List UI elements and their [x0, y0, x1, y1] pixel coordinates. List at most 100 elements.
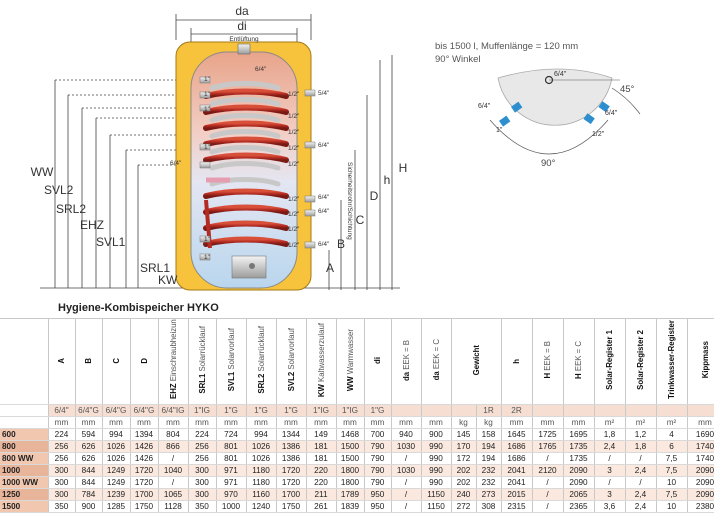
fitting-mid-1: 1/2"	[288, 91, 300, 98]
table-cell: 181	[306, 452, 337, 465]
table-cell: 6	[656, 440, 688, 453]
table-cell: 1720	[276, 476, 307, 489]
table-cell: 1500	[336, 440, 365, 453]
table-cell: kg	[451, 416, 477, 429]
table-cell: 220	[306, 476, 337, 489]
table-cell: 1000	[216, 500, 247, 513]
table-cell: 224	[188, 428, 217, 441]
table-cell: 6/4"G	[75, 404, 103, 417]
table-cell	[594, 404, 626, 417]
table-cell: 950	[364, 500, 392, 513]
plan-top-fitting: 6/4"	[554, 71, 567, 78]
column-header: Solar-Register 2	[625, 318, 657, 405]
table-cell: /	[625, 452, 657, 465]
table-cell: mm	[336, 416, 365, 429]
table-cell: 220	[306, 464, 337, 477]
table-cell: /	[391, 452, 422, 465]
table-cell: 158	[476, 428, 502, 441]
table-cell: 1"G	[276, 404, 307, 417]
dim-kw: KW	[158, 273, 178, 287]
fitting-mid-3: 1/2"	[288, 129, 300, 136]
table-cell: 1765	[532, 440, 564, 453]
table-cell: 2315	[501, 500, 533, 513]
fitting-mid-6: 1/2"	[288, 196, 300, 203]
dim-ww: WW	[31, 165, 54, 179]
table-cell: 2015	[501, 488, 533, 501]
column-header: Solar-Register 1	[594, 318, 626, 405]
table-cell: mm	[532, 416, 564, 429]
table-cell: 300	[188, 476, 217, 489]
table-cell: kg	[476, 416, 502, 429]
fitting-right-3: 6/4"	[318, 194, 330, 201]
table-cell: m²	[594, 416, 626, 429]
table-cell: 1"IG	[306, 404, 337, 417]
fitting-right-2: 6/4"	[318, 142, 330, 149]
table-cell: 1740	[687, 440, 714, 453]
column-header: WW Warmwasser	[336, 318, 365, 405]
column-header: KW Kaltwasserzulauf	[306, 318, 337, 405]
table-cell: 1645	[501, 428, 533, 441]
fitting-left-4: 1"	[204, 144, 211, 151]
table-cell: 1690	[687, 428, 714, 441]
table-cell: 990	[421, 476, 452, 489]
table-cell: mm	[501, 416, 533, 429]
table-cell: 700	[364, 428, 392, 441]
table-cell: 194	[476, 440, 502, 453]
table-cell: 10	[656, 476, 688, 489]
table-cell: /	[625, 476, 657, 489]
fitting-left-6: 1"	[204, 236, 211, 243]
table-cell: 202	[451, 464, 477, 477]
table-cell: 1789	[336, 488, 365, 501]
table-cell: 211	[306, 488, 337, 501]
table-cell: 2090	[687, 476, 714, 489]
column-header: H EEK = B	[532, 318, 564, 405]
plan-right-b: 1/2"	[592, 131, 605, 138]
table-cell: 2,4	[625, 464, 657, 477]
left-connections	[199, 76, 211, 261]
table-cell: 149	[306, 428, 337, 441]
fitting-right-5: 6/4"	[318, 241, 330, 248]
table-cell: 300	[188, 464, 217, 477]
table-cell: 232	[476, 464, 502, 477]
dim-di: di	[237, 19, 246, 33]
note-line-2: 90° Winkel	[435, 54, 481, 65]
table-cell: 971	[216, 464, 247, 477]
dim-svl2: SVL2	[44, 183, 74, 197]
table-cell: 1700	[276, 488, 307, 501]
row-label: 1000	[0, 464, 49, 477]
dim-da: da	[235, 4, 249, 18]
fitting-left-7: 1"	[204, 254, 211, 261]
table-cell: 4	[656, 428, 688, 441]
table-cell: 232	[476, 476, 502, 489]
table-cell: 256	[48, 440, 76, 453]
table-cell: 2,4	[594, 440, 626, 453]
table-cell: 10	[656, 500, 688, 513]
table-cell: 994	[246, 428, 277, 441]
table-cell: /	[158, 476, 189, 489]
table-cell: 1394	[130, 428, 159, 441]
table-cell: 1030	[391, 464, 422, 477]
table-cell: 256	[188, 440, 217, 453]
table-cell: 1,8	[594, 428, 626, 441]
table-cell: mm	[75, 416, 103, 429]
table-cell: 7,5	[656, 452, 688, 465]
table-cell: 2380	[687, 500, 714, 513]
table-cell: 1740	[687, 452, 714, 465]
table-cell: 3,6	[594, 500, 626, 513]
table-cell: 940	[391, 428, 422, 441]
plan-angle-90: 90°	[541, 158, 556, 169]
plan-angle-45: 45°	[620, 84, 635, 95]
table-cell: 308	[476, 500, 502, 513]
table-cell: 1695	[563, 428, 595, 441]
row-label: 1000 WW	[0, 476, 49, 489]
dim-srl1: SRL1	[140, 261, 170, 275]
table-cell: mm	[391, 416, 422, 429]
table-cell: 1026	[102, 440, 131, 453]
table-title: Hygiene-Kombispeicher HYKO	[58, 302, 219, 314]
table-cell: 844	[75, 464, 103, 477]
table-cell: mm	[130, 416, 159, 429]
table-cell: 1239	[102, 488, 131, 501]
